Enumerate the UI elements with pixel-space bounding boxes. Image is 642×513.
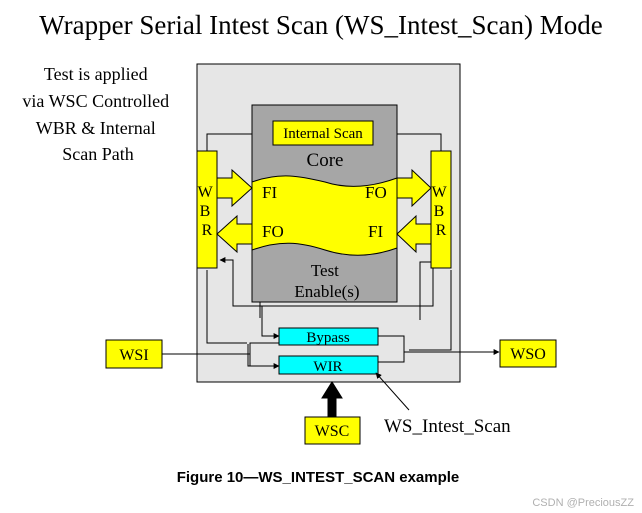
wsi-connection	[162, 342, 279, 367]
bypass-box	[278, 327, 379, 346]
wsi-label: WSI	[119, 347, 148, 364]
fo-right-label: FO	[365, 183, 387, 202]
internal-scan-box	[272, 120, 374, 146]
test-enable-line-2: Enable(s)	[294, 282, 359, 301]
core-label: Core	[307, 150, 344, 171]
wbr-right-b: B	[434, 203, 445, 220]
fi-left-label: FI	[262, 183, 277, 202]
test-applied-note: Test is applied via WSC Controlled WBR &…	[22, 64, 173, 164]
arrow-wbr-left-to-fi	[216, 168, 253, 208]
arrow-fo-to-wbr-left	[216, 214, 253, 254]
bypass-label: Bypass	[306, 330, 350, 346]
internal-scan-label: Internal Scan	[283, 126, 363, 142]
ws-intest-scan-pointer	[375, 372, 410, 411]
wbr-left	[196, 150, 218, 269]
arrow-wbr-right-to-fi	[396, 214, 432, 254]
note-line-3: WBR & Internal	[36, 118, 156, 138]
note-line-4: Scan Path	[62, 144, 134, 164]
fi-right-label: FI	[368, 222, 383, 241]
wso-label: WSO	[510, 346, 546, 363]
wso-box	[499, 339, 557, 368]
figure-caption: Figure 10—WS_INTEST_SCAN example	[177, 469, 460, 486]
arrow-fo-to-wbr-right	[396, 168, 432, 208]
note-line-1: Test is applied	[44, 64, 148, 84]
note-line-2: via WSC Controlled	[22, 91, 169, 111]
wbr-right-r: R	[436, 222, 447, 239]
wbr-right-w: W	[432, 184, 448, 201]
test-enable-line-1: Test	[311, 261, 339, 280]
wsc-arrow	[321, 381, 343, 418]
test-enable-label: Test Enable(s)	[294, 261, 359, 301]
diagram-title: Wrapper Serial Intest Scan (WS_Intest_Sc…	[39, 10, 603, 40]
ws-intest-scan-label: WS_Intest_Scan	[384, 416, 511, 437]
wbr-left-b: B	[200, 203, 211, 220]
wbr-left-w: W	[198, 184, 214, 201]
wsi-box	[105, 339, 163, 369]
wsc-label: WSC	[315, 423, 350, 440]
wbr-left-r: R	[202, 222, 213, 239]
wbr-left-label: W B R	[198, 184, 217, 239]
wir-label: WIR	[313, 359, 342, 375]
functional-band	[251, 175, 398, 256]
fo-left-label: FO	[262, 222, 284, 241]
watermark: CSDN @PreciousZZ	[532, 497, 634, 509]
wbr-right-label: W B R	[432, 184, 451, 239]
wbr-right	[430, 150, 452, 269]
wir-box	[278, 355, 379, 375]
